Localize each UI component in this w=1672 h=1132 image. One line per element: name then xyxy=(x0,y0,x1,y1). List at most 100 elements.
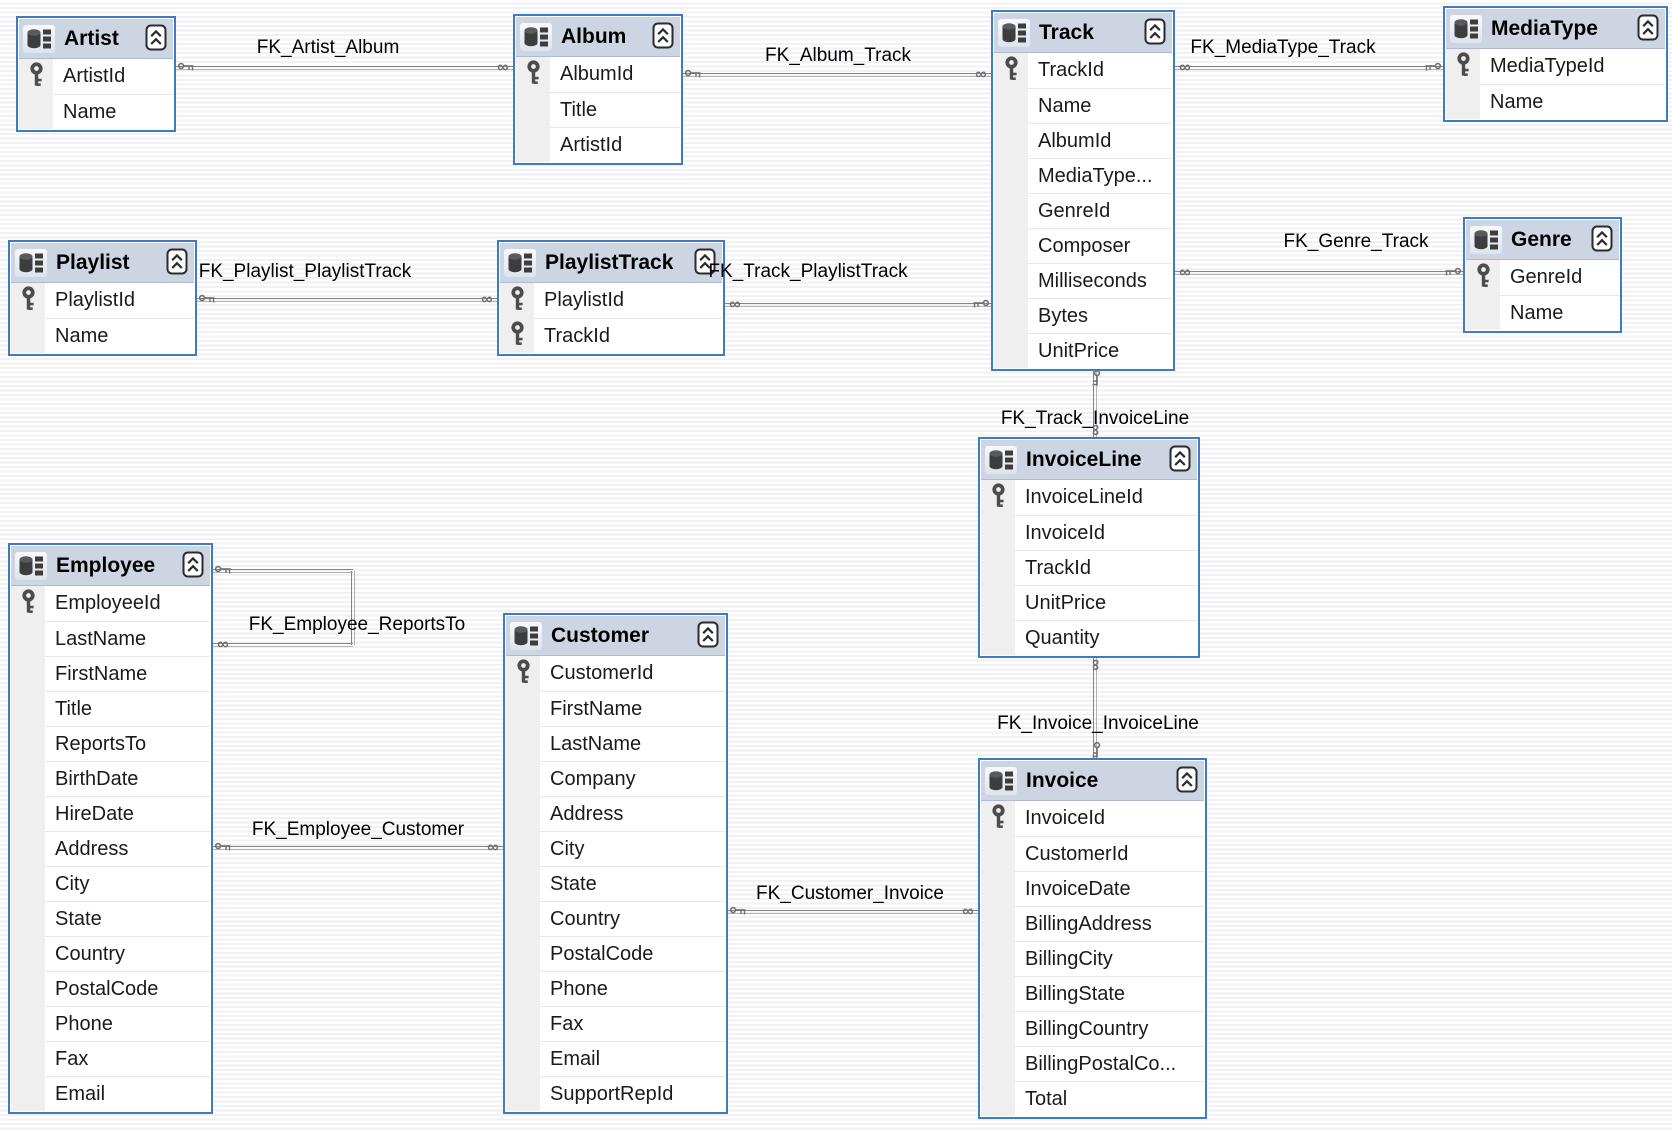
column-row-name[interactable]: Name xyxy=(11,318,194,353)
column-row-billingaddress[interactable]: BillingAddress xyxy=(981,906,1204,941)
table-header[interactable]: Playlist xyxy=(11,243,194,283)
collapse-button[interactable] xyxy=(1143,18,1167,48)
column-row-name[interactable]: Name xyxy=(19,94,173,129)
column-row-playlistid[interactable]: PlaylistId xyxy=(500,283,722,318)
column-row-artistid[interactable]: ArtistId xyxy=(19,59,173,94)
column-row-bytes[interactable]: Bytes xyxy=(994,298,1172,333)
table-album[interactable]: Album xyxy=(513,14,683,165)
column-row-milliseconds[interactable]: Milliseconds xyxy=(994,263,1172,298)
column-row-customerid[interactable]: CustomerId xyxy=(506,656,725,691)
table-header[interactable]: Album xyxy=(516,17,680,57)
relationship-line-fk_playlist_playlisttrack[interactable] xyxy=(197,298,497,302)
relationship-line-fk_track_playlisttrack[interactable] xyxy=(725,303,991,307)
table-playlisttrack[interactable]: PlaylistTrack xyxy=(497,240,725,356)
column-row-name[interactable]: Name xyxy=(1446,84,1665,119)
table-header[interactable]: Customer xyxy=(506,616,725,656)
table-mediatype[interactable]: MediaType xyxy=(1443,6,1668,122)
column-row-lastname[interactable]: LastName xyxy=(11,621,210,656)
column-row-company[interactable]: Company xyxy=(506,761,725,796)
column-row-title[interactable]: Title xyxy=(516,92,680,127)
column-row-quantity[interactable]: Quantity xyxy=(981,620,1197,655)
relationship-line-fk_track_invoiceline[interactable] xyxy=(1093,370,1097,437)
column-row-phone[interactable]: Phone xyxy=(506,971,725,1006)
column-row-trackid[interactable]: TrackId xyxy=(981,550,1197,585)
column-row-mediatype[interactable]: MediaType... xyxy=(994,158,1172,193)
column-row-city[interactable]: City xyxy=(11,866,210,901)
table-customer[interactable]: Customer xyxy=(503,613,728,1114)
column-row-reportsto[interactable]: ReportsTo xyxy=(11,726,210,761)
table-genre[interactable]: Genre xyxy=(1463,217,1622,333)
column-row-name[interactable]: Name xyxy=(1466,295,1619,330)
column-row-country[interactable]: Country xyxy=(11,936,210,971)
column-row-address[interactable]: Address xyxy=(11,831,210,866)
relationship-line-fk_employee_reportsto[interactable] xyxy=(351,571,355,645)
table-header[interactable]: MediaType xyxy=(1446,9,1665,49)
column-row-supportrepid[interactable]: SupportRepId xyxy=(506,1076,725,1111)
column-row-unitprice[interactable]: UnitPrice xyxy=(994,333,1172,368)
column-row-city[interactable]: City xyxy=(506,831,725,866)
column-row-trackid[interactable]: TrackId xyxy=(500,318,722,353)
column-row-name[interactable]: Name xyxy=(994,88,1172,123)
collapse-button[interactable] xyxy=(1168,445,1192,475)
column-row-phone[interactable]: Phone xyxy=(11,1006,210,1041)
column-row-hiredate[interactable]: HireDate xyxy=(11,796,210,831)
column-row-invoicedate[interactable]: InvoiceDate xyxy=(981,871,1204,906)
column-row-email[interactable]: Email xyxy=(506,1041,725,1076)
column-row-billingstate[interactable]: BillingState xyxy=(981,976,1204,1011)
column-row-firstname[interactable]: FirstName xyxy=(506,691,725,726)
column-row-lastname[interactable]: LastName xyxy=(506,726,725,761)
column-row-genreid[interactable]: GenreId xyxy=(1466,260,1619,295)
column-row-playlistid[interactable]: PlaylistId xyxy=(11,283,194,318)
table-invoiceline[interactable]: InvoiceLine xyxy=(978,437,1200,658)
relationship-line-fk_mediatype_track[interactable] xyxy=(1175,66,1443,70)
table-header[interactable]: InvoiceLine xyxy=(981,440,1197,480)
relationship-line-fk_artist_album[interactable] xyxy=(176,66,513,70)
column-row-address[interactable]: Address xyxy=(506,796,725,831)
column-row-invoicelineid[interactable]: InvoiceLineId xyxy=(981,480,1197,515)
column-row-albumid[interactable]: AlbumId xyxy=(994,123,1172,158)
relationship-line-fk_customer_invoice[interactable] xyxy=(728,910,978,914)
column-row-genreid[interactable]: GenreId xyxy=(994,193,1172,228)
column-row-fax[interactable]: Fax xyxy=(11,1041,210,1076)
column-row-email[interactable]: Email xyxy=(11,1076,210,1111)
table-header[interactable]: Invoice xyxy=(981,761,1204,801)
column-row-country[interactable]: Country xyxy=(506,901,725,936)
column-row-postalcode[interactable]: PostalCode xyxy=(506,936,725,971)
column-row-trackid[interactable]: TrackId xyxy=(994,53,1172,88)
column-row-billingpostalco[interactable]: BillingPostalCo... xyxy=(981,1046,1204,1081)
column-row-state[interactable]: State xyxy=(11,901,210,936)
table-artist[interactable]: Artist xyxy=(16,16,176,132)
collapse-button[interactable] xyxy=(651,22,675,52)
table-header[interactable]: Track xyxy=(994,13,1172,53)
column-row-mediatypeid[interactable]: MediaTypeId xyxy=(1446,49,1665,84)
column-row-state[interactable]: State xyxy=(506,866,725,901)
column-row-employeeid[interactable]: EmployeeId xyxy=(11,586,210,621)
column-row-composer[interactable]: Composer xyxy=(994,228,1172,263)
relationship-line-fk_employee_customer[interactable] xyxy=(213,846,503,850)
column-row-title[interactable]: Title xyxy=(11,691,210,726)
column-row-invoiceid[interactable]: InvoiceId xyxy=(981,801,1204,836)
collapse-button[interactable] xyxy=(1636,14,1660,44)
table-playlist[interactable]: Playlist xyxy=(8,240,197,356)
column-row-albumid[interactable]: AlbumId xyxy=(516,57,680,92)
collapse-button[interactable] xyxy=(165,248,189,278)
collapse-button[interactable] xyxy=(1175,766,1199,796)
relationship-line-fk_employee_reportsto[interactable] xyxy=(213,643,353,647)
table-invoice[interactable]: Invoice xyxy=(978,758,1207,1119)
table-track[interactable]: Track xyxy=(991,10,1175,371)
column-row-postalcode[interactable]: PostalCode xyxy=(11,971,210,1006)
collapse-button[interactable] xyxy=(181,551,205,581)
table-employee[interactable]: Employee xyxy=(8,543,213,1114)
relationship-line-fk_invoice_invoiceline[interactable] xyxy=(1093,657,1097,758)
column-row-total[interactable]: Total xyxy=(981,1081,1204,1116)
table-header[interactable]: Genre xyxy=(1466,220,1619,260)
column-row-birthdate[interactable]: BirthDate xyxy=(11,761,210,796)
table-header[interactable]: PlaylistTrack xyxy=(500,243,722,283)
column-row-invoiceid[interactable]: InvoiceId xyxy=(981,515,1197,550)
column-row-unitprice[interactable]: UnitPrice xyxy=(981,585,1197,620)
relationship-line-fk_album_track[interactable] xyxy=(683,73,991,77)
collapse-button[interactable] xyxy=(696,621,720,651)
collapse-button[interactable] xyxy=(144,24,168,54)
table-header[interactable]: Artist xyxy=(19,19,173,59)
